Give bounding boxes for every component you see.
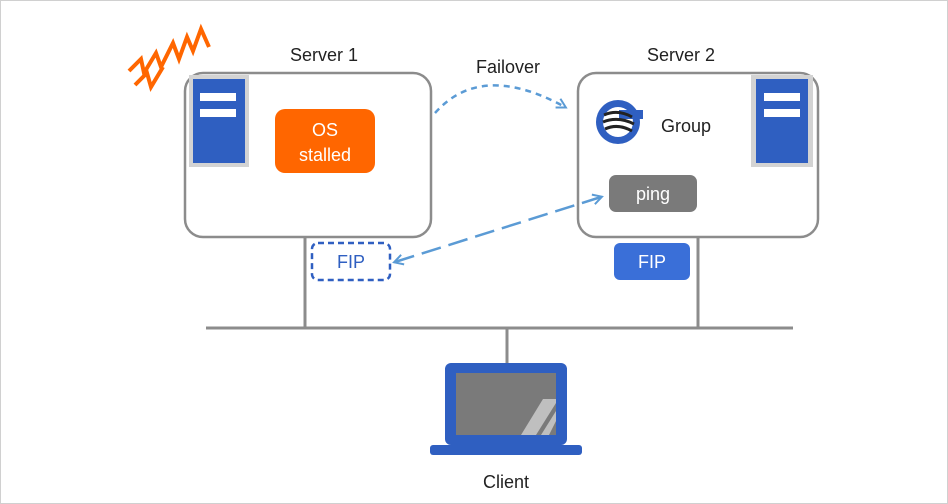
alert-zigzag-icon: [127, 23, 211, 92]
server1-label: Server 1: [290, 45, 358, 65]
failover-label: Failover: [476, 57, 540, 77]
group-label: Group: [661, 116, 711, 136]
ping-label: ping: [636, 184, 670, 204]
os-stalled-badge: [275, 109, 375, 173]
server2-label: Server 2: [647, 45, 715, 65]
os-stalled-line1: OS: [312, 120, 338, 140]
fip1-label: FIP: [337, 252, 365, 272]
ping-badge: [609, 175, 697, 212]
fip2-box: [614, 243, 690, 280]
fip2-label: FIP: [638, 252, 666, 272]
failover-arrow: [434, 84, 565, 114]
server-rack-icon: [189, 75, 249, 167]
server-rack-icon: [751, 75, 813, 167]
fip1-box: [310, 241, 392, 282]
ping-to-fip-arrow: [395, 197, 601, 262]
group-logo-icon: [596, 100, 643, 144]
os-stalled-line2: stalled: [299, 145, 351, 165]
client-label: Client: [483, 472, 529, 492]
laptop-icon: [430, 363, 582, 455]
